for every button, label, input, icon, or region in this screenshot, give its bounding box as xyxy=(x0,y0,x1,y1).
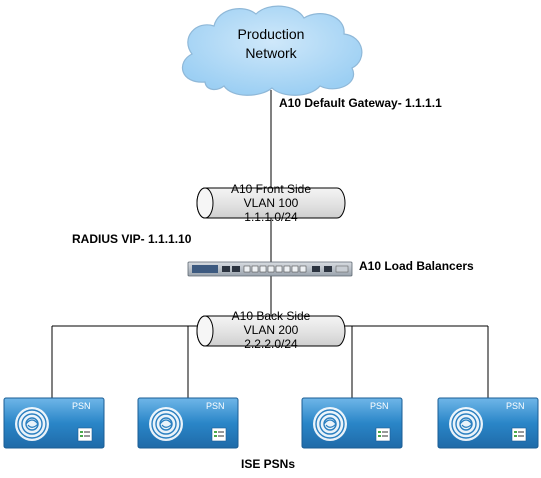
front-vlan-line2: VLAN 100 xyxy=(243,196,299,210)
back-vlan-line1: A10 Back Side xyxy=(231,309,311,323)
front-vlan-line1: A10 Front Side xyxy=(230,182,312,196)
psn-node-2-badge: PSN xyxy=(206,401,225,411)
front-vlan-label: A10 Front Side VLAN 100 1.1.1.0/24 xyxy=(211,182,331,224)
back-vlan-label: A10 Back Side VLAN 200 2.2.2.0/24 xyxy=(211,309,331,351)
psn-node-4-badge: PSN xyxy=(506,401,525,411)
back-vlan-line3: 2.2.2.0/24 xyxy=(244,337,298,351)
a10-load-balancer-appliance xyxy=(187,261,353,277)
cloud-label: Production Network xyxy=(221,25,321,63)
cloud-label-line1: Production xyxy=(237,26,305,42)
cloud-label-line2: Network xyxy=(245,45,297,61)
gateway-label: A10 Default Gateway- 1.1.1.1 xyxy=(279,96,442,110)
back-vlan-line2: VLAN 200 xyxy=(243,323,299,337)
front-vlan-line3: 1.1.1.0/24 xyxy=(244,210,298,224)
radius-vip-label: RADIUS VIP- 1.1.1.10 xyxy=(72,232,192,246)
psn-node-3-badge: PSN xyxy=(370,401,389,411)
production-network-cloud xyxy=(182,5,363,96)
front-vlan-tube xyxy=(196,187,346,219)
psn-node-1-badge: PSN xyxy=(72,401,91,411)
load-balancer-label: A10 Load Balancers xyxy=(359,259,474,273)
back-vlan-tube xyxy=(196,315,346,347)
psn-group-label: ISE PSNs xyxy=(241,457,296,471)
